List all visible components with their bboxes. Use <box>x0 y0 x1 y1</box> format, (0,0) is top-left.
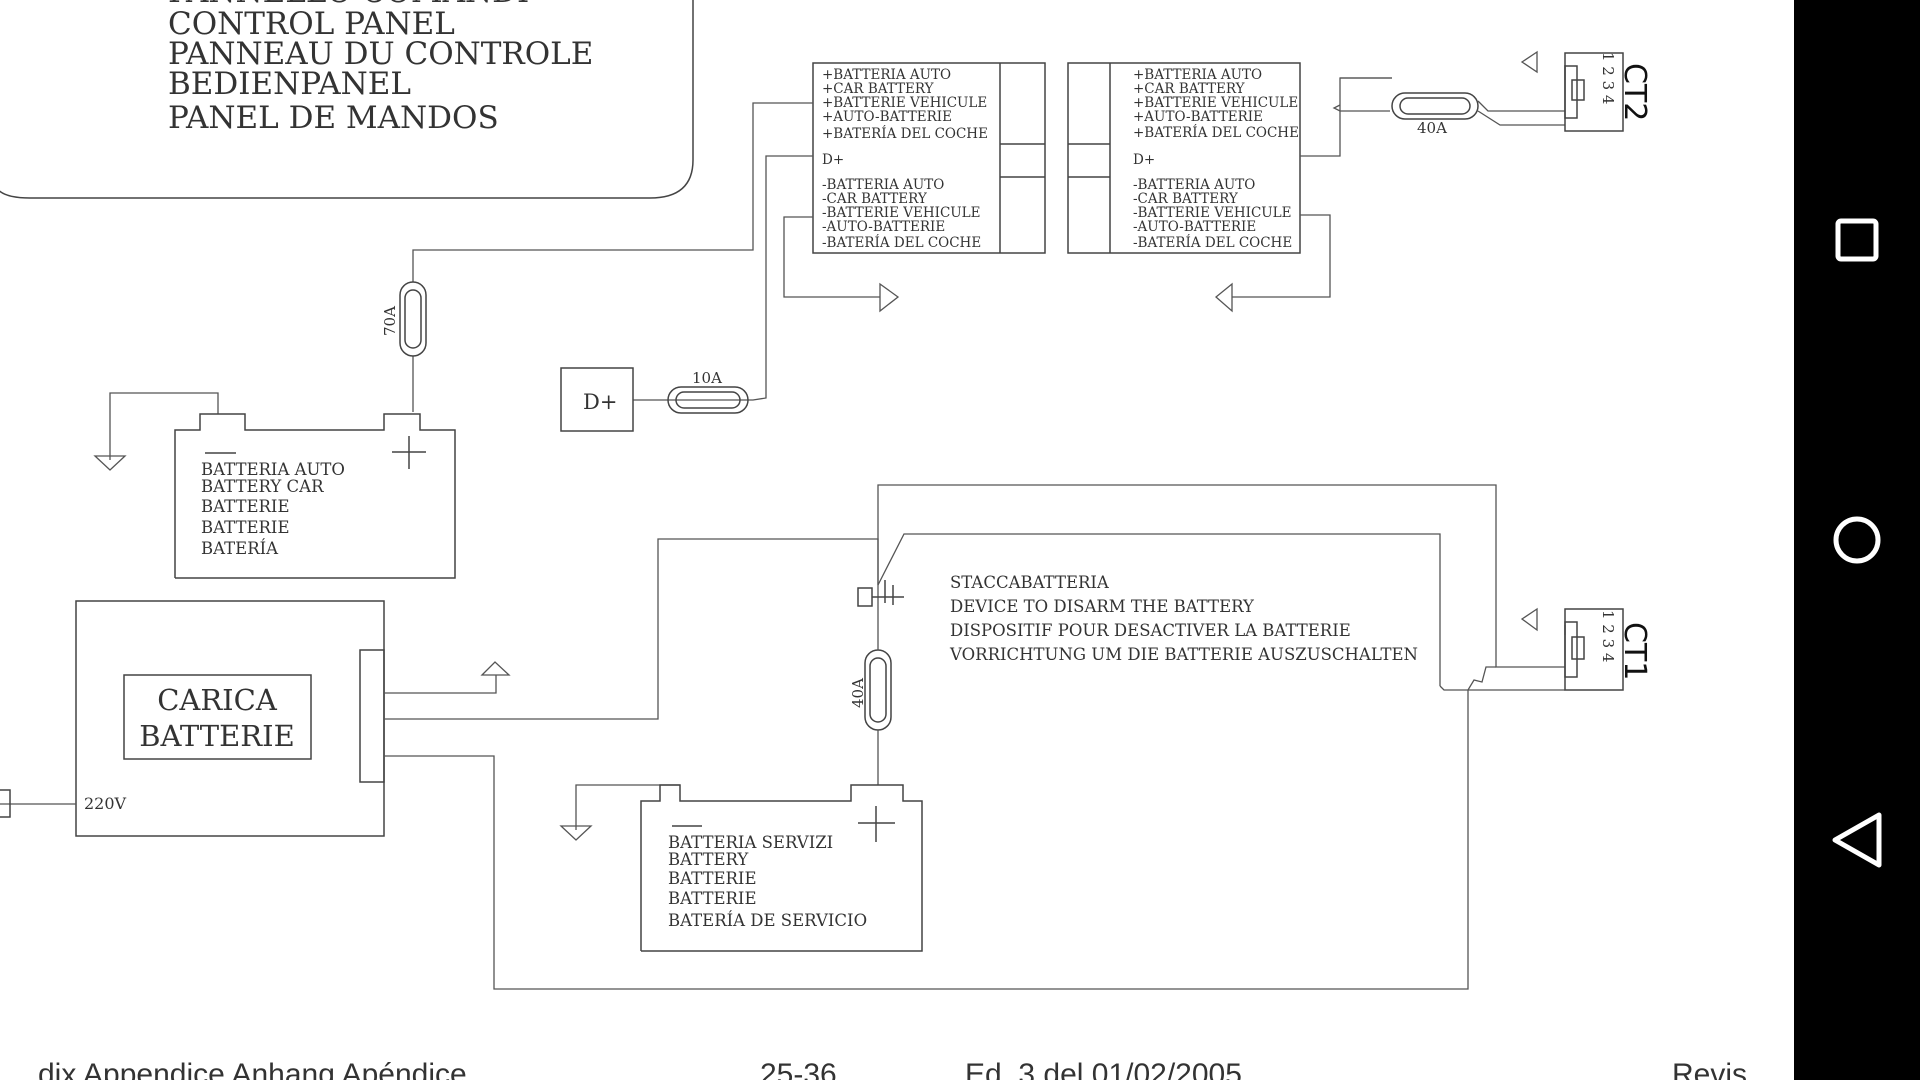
control-panel-line-1: PANNELLO COMANDI <box>168 0 529 10</box>
terminal-block-1: +BATTERIA AUTO +CAR BATTERY +BATTERIE VE… <box>812 62 1046 254</box>
footer-revision: Revis <box>1672 1058 1748 1080</box>
tb1-pos-4: +AUTO-BATTERIE <box>822 109 952 125</box>
ct2-label: CT2 <box>1617 63 1652 121</box>
connector-ct2: 1 2 3 4 CT2 <box>1564 52 1652 132</box>
tb2-neg-1: -BATTERIA AUTO <box>1133 177 1255 193</box>
ct1-label: CT1 <box>1617 622 1652 680</box>
charger-voltage: 220V <box>84 794 127 813</box>
fuse-40a-top: 40A <box>1391 92 1479 137</box>
tb2-pos-4: +AUTO-BATTERIE <box>1133 109 1263 125</box>
control-panel-box <box>0 0 694 199</box>
service-battery-line-4: BATTERIE <box>668 889 757 908</box>
charger-label-1: CARICA <box>157 683 278 717</box>
dplus-box: D+ <box>560 367 634 432</box>
disconnect-line-4: VORRICHTUNG UM DIE BATTERIE AUSZUSCHALTE… <box>949 645 1418 664</box>
tb1-neg-4: -AUTO-BATTERIE <box>822 219 945 235</box>
tb2-neg-5: -BATERÍA DEL COCHE <box>1133 235 1292 251</box>
wiring-diagram: PANNELLO COMANDI CONTROL PANEL PANNEAU D… <box>0 0 1652 990</box>
disconnect-label: STACCABATTERIA DEVICE TO DISARM THE BATT… <box>949 573 1418 664</box>
home-button[interactable] <box>1794 480 1920 600</box>
tb1-neg-2: -CAR BATTERY <box>822 191 928 207</box>
service-battery-line-1: BATTERIA SERVIZI <box>668 833 833 852</box>
service-battery-line-2: BATTERY <box>668 850 749 869</box>
triangle-back-icon <box>1832 812 1882 868</box>
footer-page-number: 25-36 <box>760 1058 837 1080</box>
wires-upper <box>109 65 1566 460</box>
disconnect-line-1: STACCABATTERIA <box>950 573 1110 592</box>
tb2-pos-3: +BATTERIE VEHICULE <box>1133 95 1298 111</box>
tb1-neg-5: -BATERÍA DEL COCHE <box>822 235 981 251</box>
tb1-pos-3: +BATTERIE VEHICULE <box>822 95 987 111</box>
car-battery-line-2: BATTERY CAR <box>201 477 324 496</box>
fuse-40a-bottom-label: 40A <box>849 678 867 708</box>
fuse-40a-bottom: 40A <box>849 649 892 731</box>
fuse-70a: 70A <box>381 281 427 357</box>
ct1-pins: 1 2 3 4 <box>1599 610 1617 662</box>
car-battery-line-5: BATERÍA <box>201 538 279 558</box>
control-panel-line-4: BEDIENPANEL <box>168 66 411 102</box>
control-panel-line-2: CONTROL PANEL <box>168 6 455 42</box>
service-battery: BATTERIA SERVIZI BATTERY BATTERIE BATTER… <box>640 784 923 952</box>
car-battery-line-3: BATTERIE <box>201 497 290 516</box>
tb1-pos-1: +BATTERIA AUTO <box>822 67 951 83</box>
tb1-pos-5: +BATERÍA DEL COCHE <box>822 126 988 142</box>
tb2-pos-5: +BATERÍA DEL COCHE <box>1133 125 1299 141</box>
android-nav-bar <box>1794 0 1920 1080</box>
back-button[interactable] <box>1794 780 1920 900</box>
fuse-40a-top-label: 40A <box>1417 119 1447 137</box>
tb2-neg-4: -AUTO-BATTERIE <box>1133 219 1256 235</box>
tb2-pos-1: +BATTERIA AUTO <box>1133 67 1262 83</box>
battery-charger: CARICA BATTERIE 220V <box>0 600 385 837</box>
recents-button[interactable] <box>1794 180 1920 300</box>
tb2-neg-2: -CAR BATTERY <box>1133 191 1239 207</box>
fuse-10a: 10A <box>667 369 749 414</box>
wires-lower <box>384 484 1566 990</box>
disconnect-line-3: DISPOSITIF POUR DESACTIVER LA BATTERIE <box>950 621 1351 640</box>
control-panel-line-5: PANEL DE MANDOS <box>168 100 499 136</box>
disconnect-switch-symbol <box>857 580 904 607</box>
footer-edition: Ed. 3 del 01/02/2005 <box>965 1058 1242 1080</box>
tb1-pos-2: +CAR BATTERY <box>822 81 935 97</box>
disconnect-line-2: DEVICE TO DISARM THE BATTERY <box>950 597 1255 616</box>
document-viewer[interactable]: PANNELLO COMANDI CONTROL PANEL PANNEAU D… <box>0 0 1794 1080</box>
tb2-neg-3: -BATTERIE VEHICULE <box>1133 205 1292 221</box>
control-panel-label: PANNELLO COMANDI CONTROL PANEL PANNEAU D… <box>168 0 593 136</box>
control-panel-line-3: PANNEAU DU CONTROLE <box>168 36 593 72</box>
dplus-box-label: D+ <box>583 390 617 414</box>
car-battery-line-1: BATTERIA AUTO <box>201 460 345 479</box>
service-battery-line-3: BATTERIE <box>668 869 757 888</box>
car-battery: BATTERIA AUTO BATTERY CAR BATTERIE BATTE… <box>174 413 456 579</box>
terminal-block-2: +BATTERIA AUTO +CAR BATTERY +BATTERIE VE… <box>1067 62 1301 254</box>
tb2-pos-2: +CAR BATTERY <box>1133 81 1246 97</box>
footer-appendix: dix Appendice Anhang Apéndice <box>38 1058 467 1080</box>
fuse-10a-label: 10A <box>692 369 722 387</box>
tb1-neg-1: -BATTERIA AUTO <box>822 177 944 193</box>
service-battery-line-5: BATERÍA DE SERVICIO <box>668 910 867 930</box>
page-footer: dix Appendice Anhang Apéndice 25-36 Ed. … <box>0 1058 1794 1080</box>
ct2-pins: 1 2 3 4 <box>1599 52 1617 104</box>
tb1-neg-3: -BATTERIE VEHICULE <box>822 205 981 221</box>
charger-label-2: BATTERIE <box>139 719 295 753</box>
fuse-70a-label: 70A <box>381 306 399 336</box>
car-battery-line-4: BATTERIE <box>201 518 290 537</box>
connector-ct1: 1 2 3 4 CT1 <box>1564 608 1652 691</box>
tb1-dplus: D+ <box>822 152 844 168</box>
tb2-dplus: D+ <box>1133 152 1155 168</box>
circle-icon <box>1833 516 1881 564</box>
square-icon <box>1835 218 1879 262</box>
